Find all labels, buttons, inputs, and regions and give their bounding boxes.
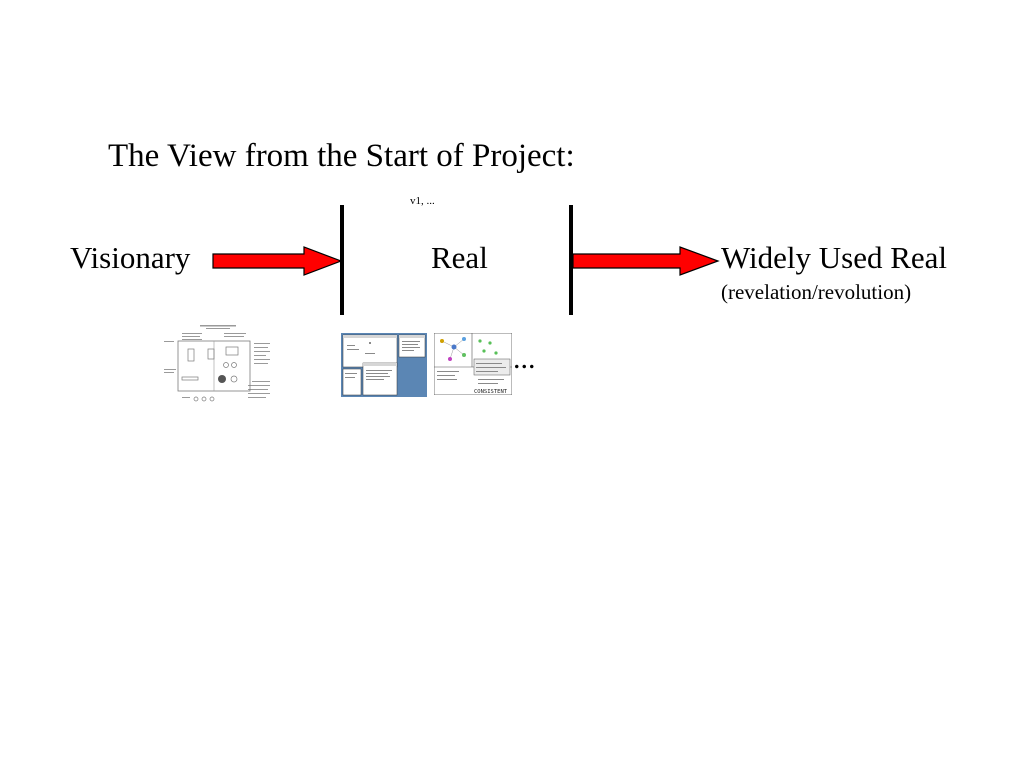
real-screenshot-thumbnail-a: [341, 333, 427, 397]
slide-title: The View from the Start of Project:: [108, 138, 575, 174]
screenshot-caption: CONSISTENT: [474, 389, 508, 395]
stage-widely-used-real-note: (revelation/revolution): [721, 280, 912, 304]
version-note: v1, ...: [410, 195, 435, 207]
stage-divider-left: [340, 205, 344, 315]
visionary-sketch-thumbnail: [162, 323, 274, 405]
stage-visionary: Visionary: [70, 240, 191, 275]
stage-widely-used-real: Widely Used Real: [721, 240, 948, 275]
real-screenshot-thumbnail-b: CONSISTENT: [434, 333, 512, 395]
stage-divider-right: [569, 205, 573, 315]
arrow-real-to-widely-used: [572, 246, 720, 276]
more-screenshots-indicator: ...: [513, 342, 536, 375]
stage-real: Real: [431, 240, 488, 275]
arrow-visionary-to-real: [212, 246, 343, 276]
